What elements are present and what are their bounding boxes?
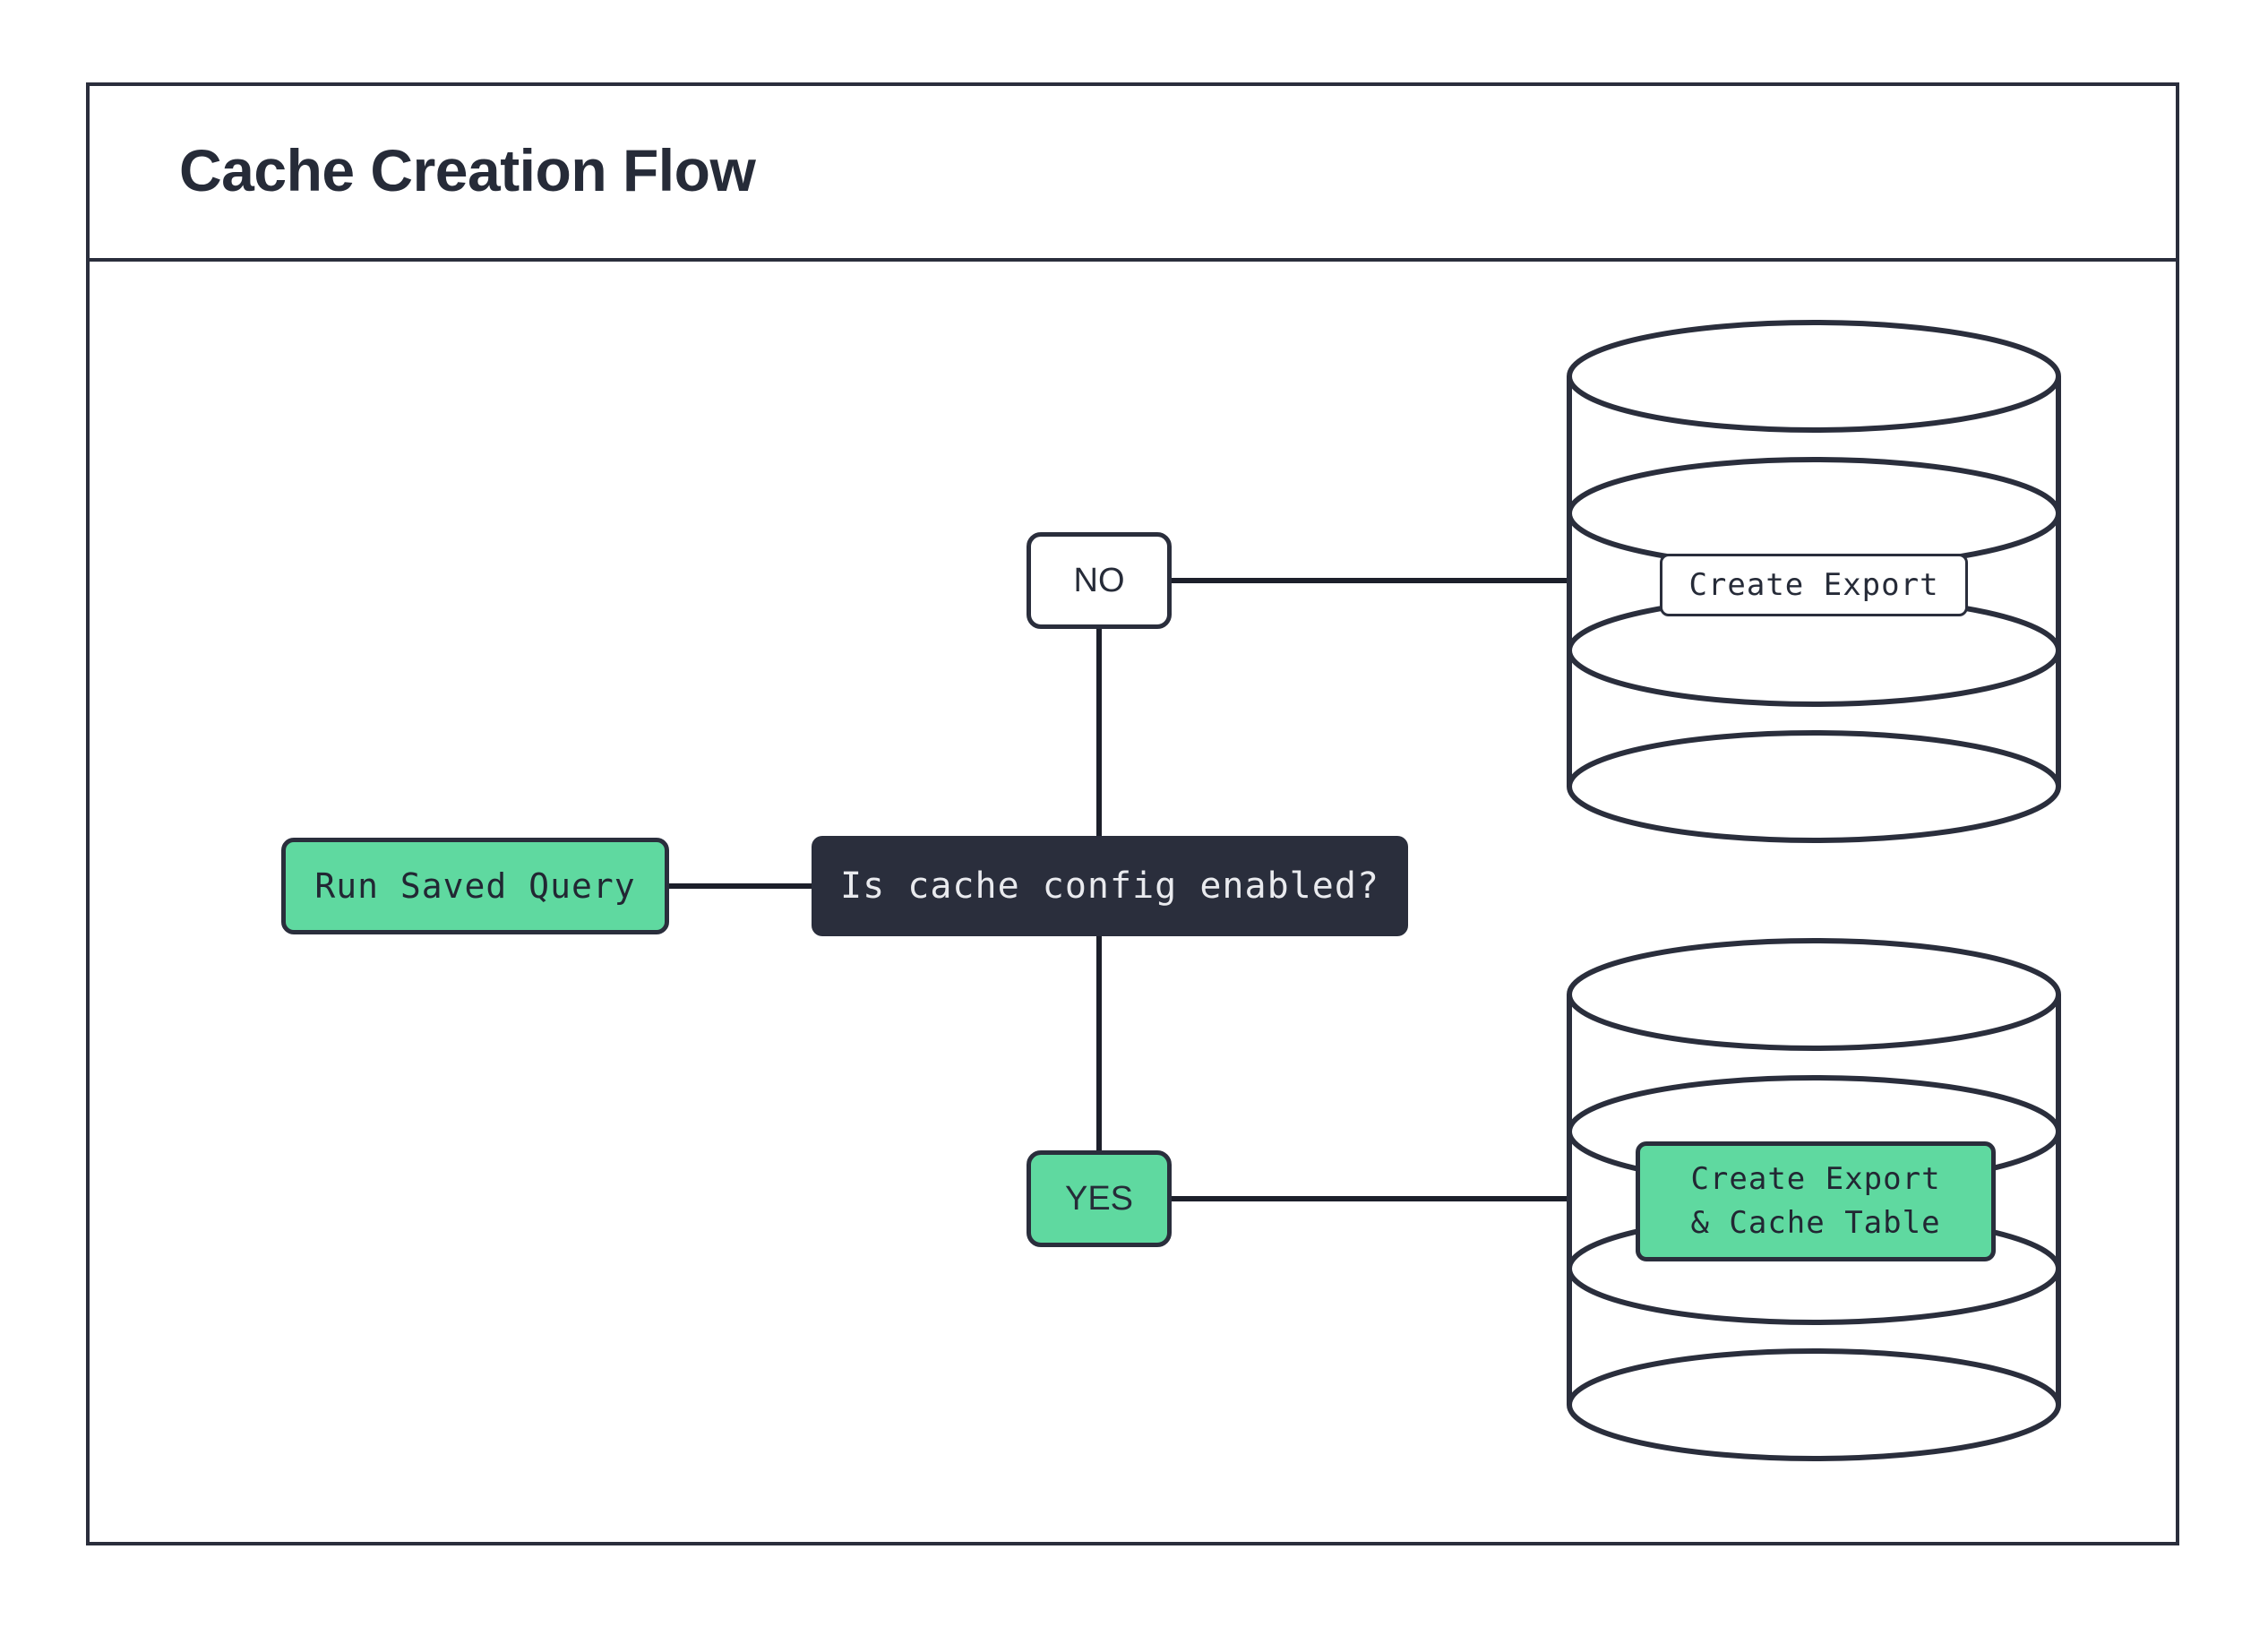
diagram-title-bar: Cache Creation Flow	[86, 82, 2179, 262]
node-run-saved-query[interactable]: Run Saved Query	[281, 838, 669, 934]
node-is-cache-config-enabled[interactable]: Is cache config enabled?	[812, 836, 1408, 936]
node-branch-yes[interactable]: YES	[1027, 1150, 1172, 1247]
node-create-export[interactable]: Create Export	[1660, 554, 1968, 616]
node-create-export-and-cache-table[interactable]: Create Export & Cache Table	[1636, 1141, 1996, 1261]
node-branch-no[interactable]: NO	[1027, 532, 1172, 629]
page-title: Cache Creation Flow	[179, 137, 756, 203]
diagram-frame	[86, 82, 2179, 1545]
